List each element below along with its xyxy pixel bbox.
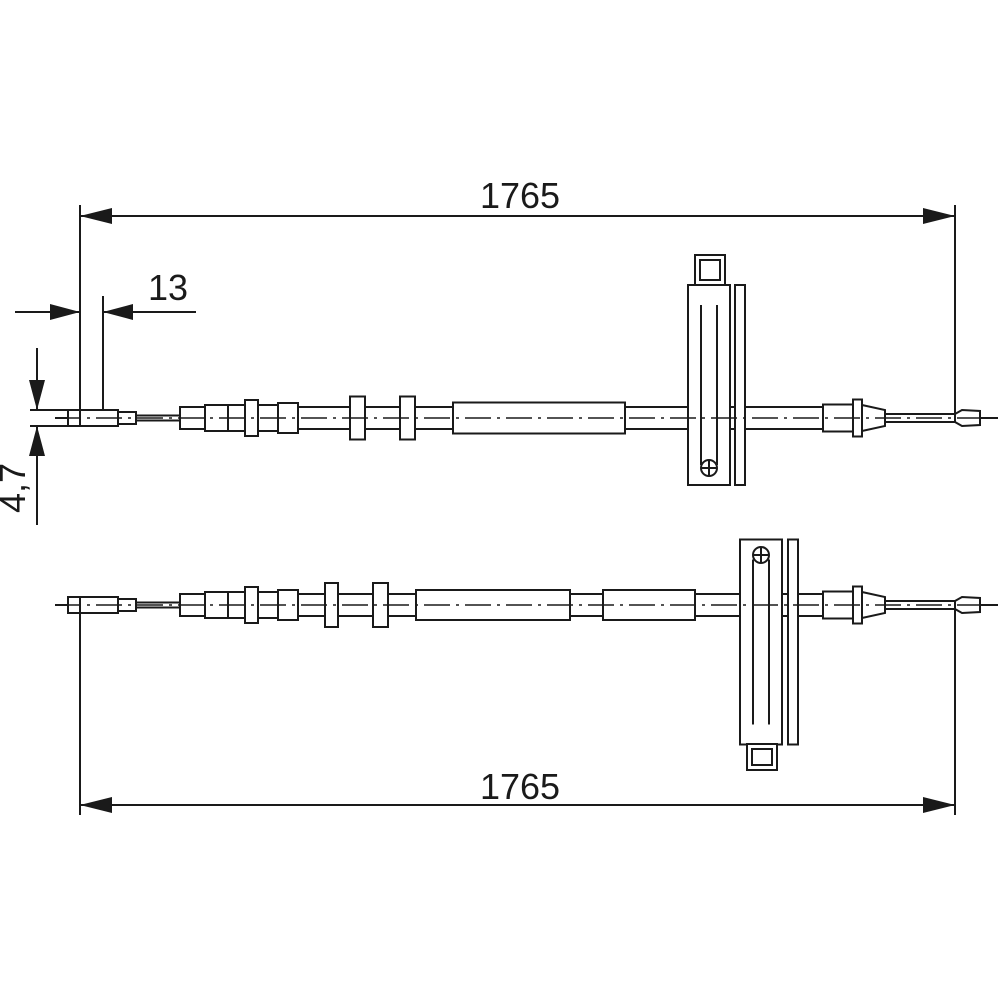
arrow-right-icon [923,208,955,224]
arrow-up-icon [29,426,45,456]
arrow-left-icon [80,797,112,813]
bracket-cap-inner [699,259,721,281]
cone-fitting [861,403,886,433]
cable-bottom [55,538,998,771]
cable-top [55,254,998,486]
arrow-down-icon [29,380,45,410]
arrow-right-icon [50,304,80,320]
screw-cross [753,547,769,563]
end-fitting-diameter-label: 4,7 [0,463,33,513]
mounting-bracket [687,284,731,486]
end-fitting-length-label: 13 [148,267,188,308]
mounting-bracket [739,538,783,746]
arrow-left-icon [103,304,133,320]
bracket-cap-inner [751,748,773,766]
dimension-annotations: 1765 13 4,7 1765 [0,175,956,815]
bottom-length-label: 1765 [480,766,560,807]
bracket-plate [787,538,799,746]
screw-cross [701,460,717,476]
cone-fitting [861,590,886,620]
arrow-right-icon [923,797,955,813]
bracket-plate [734,284,746,486]
arrow-left-icon [80,208,112,224]
top-length-label: 1765 [480,175,560,216]
